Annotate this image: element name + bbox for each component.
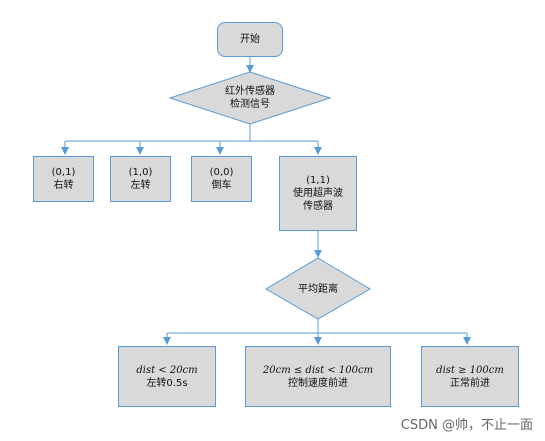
branch-10-action: 左转 bbox=[130, 180, 151, 191]
outcome-1-condition: dist < 20cm bbox=[136, 364, 198, 376]
branch-01-box: (0,1) 右转 bbox=[33, 156, 94, 202]
sensor-label-line2: 检测信号 bbox=[230, 99, 270, 110]
branch-00-code: (0,0) bbox=[209, 167, 234, 178]
branch-11-box: (1,1) 使用超声波 传感器 bbox=[279, 156, 357, 231]
outcome-3-condition: dist ≥ 100cm bbox=[436, 364, 504, 376]
branch-01-action: 右转 bbox=[53, 180, 74, 191]
start-label: 开始 bbox=[240, 34, 260, 45]
outcome-3-box: dist ≥ 100cm 正常前进 bbox=[421, 346, 519, 407]
sensor-decision-label: 红外传感器 检测信号 bbox=[200, 84, 300, 112]
distance-label: 平均距离 bbox=[298, 283, 338, 295]
outcome-2-box: 20cm ≤ dist < 100cm 控制速度前进 bbox=[245, 346, 391, 407]
sensor-decision-diamond bbox=[168, 71, 332, 125]
branch-10-code: (1,0) bbox=[128, 167, 153, 178]
distance-decision-label: 平均距离 bbox=[278, 282, 358, 296]
branch-11-action-line2: 传感器 bbox=[303, 201, 333, 212]
outcome-2-action: 控制速度前进 bbox=[288, 377, 348, 389]
sensor-label-line1: 红外传感器 bbox=[225, 86, 275, 97]
branch-11-code: (1,1) bbox=[306, 175, 330, 186]
branch-00-action: 倒车 bbox=[211, 180, 232, 191]
branch-01-code: (0,1) bbox=[51, 167, 76, 178]
outcome-1-action: 左转0.5s bbox=[146, 377, 188, 389]
start-node: 开始 bbox=[217, 22, 283, 57]
branch-11-action: 使用超声波 bbox=[293, 188, 343, 199]
outcome-2-condition: 20cm ≤ dist < 100cm bbox=[262, 364, 374, 376]
branch-10-box: (1,0) 左转 bbox=[110, 156, 171, 202]
outcome-3-action: 正常前进 bbox=[450, 377, 490, 389]
outcome-1-box: dist < 20cm 左转0.5s bbox=[118, 346, 216, 407]
watermark: CSDN @帅，不止一面 bbox=[400, 418, 533, 433]
distance-decision-diamond bbox=[265, 257, 371, 320]
branch-00-box: (0,0) 倒车 bbox=[191, 156, 252, 202]
